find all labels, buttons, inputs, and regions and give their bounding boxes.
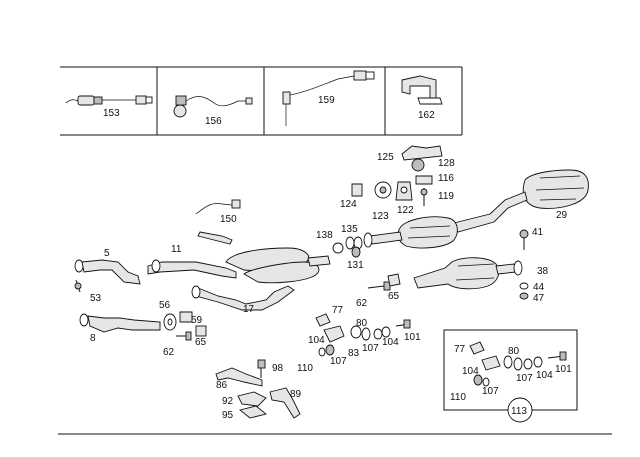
bracket-set-lower[interactable] (215, 359, 301, 419)
label-122: 122 (397, 205, 414, 216)
label-156: 156 (205, 116, 222, 127)
label-107-left: 107 (330, 356, 347, 367)
label-41: 41 (532, 227, 544, 238)
rear-catalytic-converter[interactable] (413, 229, 529, 300)
label-104-left: 104 (308, 335, 325, 346)
label-124: 124 (340, 199, 357, 210)
label-159: 159 (318, 95, 335, 106)
label-77: 77 (332, 305, 344, 316)
gasket-set-center[interactable] (332, 236, 363, 258)
inset-label-80: 80 (508, 346, 520, 357)
label-104-right: 104 (382, 337, 399, 348)
label-116: 116 (438, 173, 454, 184)
label-89: 89 (290, 389, 302, 400)
label-128: 128 (438, 158, 455, 169)
label-150: 150 (220, 214, 237, 225)
label-101: 101 (404, 332, 421, 343)
label-119: 119 (438, 191, 454, 202)
label-98: 98 (272, 363, 284, 374)
front-pipe-5[interactable] (74, 259, 141, 293)
front-pipe-8[interactable] (79, 313, 161, 333)
oxygen-sensor-153-icon (65, 95, 153, 106)
rear-muffler-assembly[interactable] (449, 169, 589, 233)
inset-label-104-right: 104 (536, 370, 553, 381)
label-131: 131 (347, 260, 364, 271)
label-86: 86 (216, 380, 228, 391)
panel-sensor-156[interactable]: 156 (173, 95, 253, 127)
header-panels-frame (60, 66, 463, 136)
bracket-162-icon (401, 75, 443, 105)
label-138: 138 (316, 230, 333, 241)
panel-oxygen-sensor-153[interactable]: 153 (65, 95, 153, 119)
label-125: 125 (377, 152, 394, 163)
label-95: 95 (222, 410, 234, 421)
hanger-set-upper[interactable] (351, 145, 443, 206)
label-110: 110 (297, 363, 313, 374)
inset-label-110: 110 (450, 392, 466, 403)
label-17: 17 (243, 304, 255, 315)
label-107-right: 107 (362, 343, 379, 354)
label-56: 56 (159, 300, 171, 311)
label-162: 162 (418, 110, 435, 121)
inset-label-104-left: 104 (462, 366, 479, 377)
center-catalytic-converter[interactable] (363, 216, 458, 249)
label-44: 44 (533, 282, 545, 293)
sensor-159-icon (282, 70, 375, 126)
label-47: 47 (533, 293, 545, 304)
label-59: 59 (191, 315, 203, 326)
fastener-set-left[interactable] (163, 311, 207, 341)
label-11: 11 (171, 244, 182, 255)
label-123: 123 (372, 211, 389, 222)
label-135: 135 (341, 224, 358, 235)
label-62-left: 62 (163, 347, 175, 358)
label-113: 113 (511, 406, 527, 417)
kit-113-badge[interactable]: 113 (507, 397, 533, 423)
label-5: 5 (104, 248, 110, 259)
fastener-set-center[interactable] (367, 273, 401, 291)
label-38: 38 (537, 266, 549, 277)
inset-label-107-left: 107 (482, 386, 499, 397)
inset-label-77: 77 (454, 344, 466, 355)
label-83: 83 (348, 348, 360, 359)
label-29: 29 (556, 210, 568, 221)
label-80: 80 (356, 318, 368, 329)
label-53: 53 (90, 293, 102, 304)
label-65-left: 65 (195, 337, 207, 348)
hanger-hardware-lower[interactable] (315, 313, 411, 357)
label-65-center: 65 (388, 291, 400, 302)
panel-sensor-159[interactable]: 159 (282, 70, 375, 126)
label-92: 92 (222, 396, 234, 407)
inset-label-101: 101 (555, 364, 572, 375)
label-8: 8 (90, 333, 96, 344)
label-62-center: 62 (356, 298, 368, 309)
front-exhaust-pipes[interactable] (147, 199, 331, 311)
panel-bracket-162[interactable]: 162 (401, 75, 443, 121)
inset-label-107-right: 107 (516, 373, 533, 384)
sensor-156-icon (173, 95, 253, 118)
label-153: 153 (103, 108, 120, 119)
